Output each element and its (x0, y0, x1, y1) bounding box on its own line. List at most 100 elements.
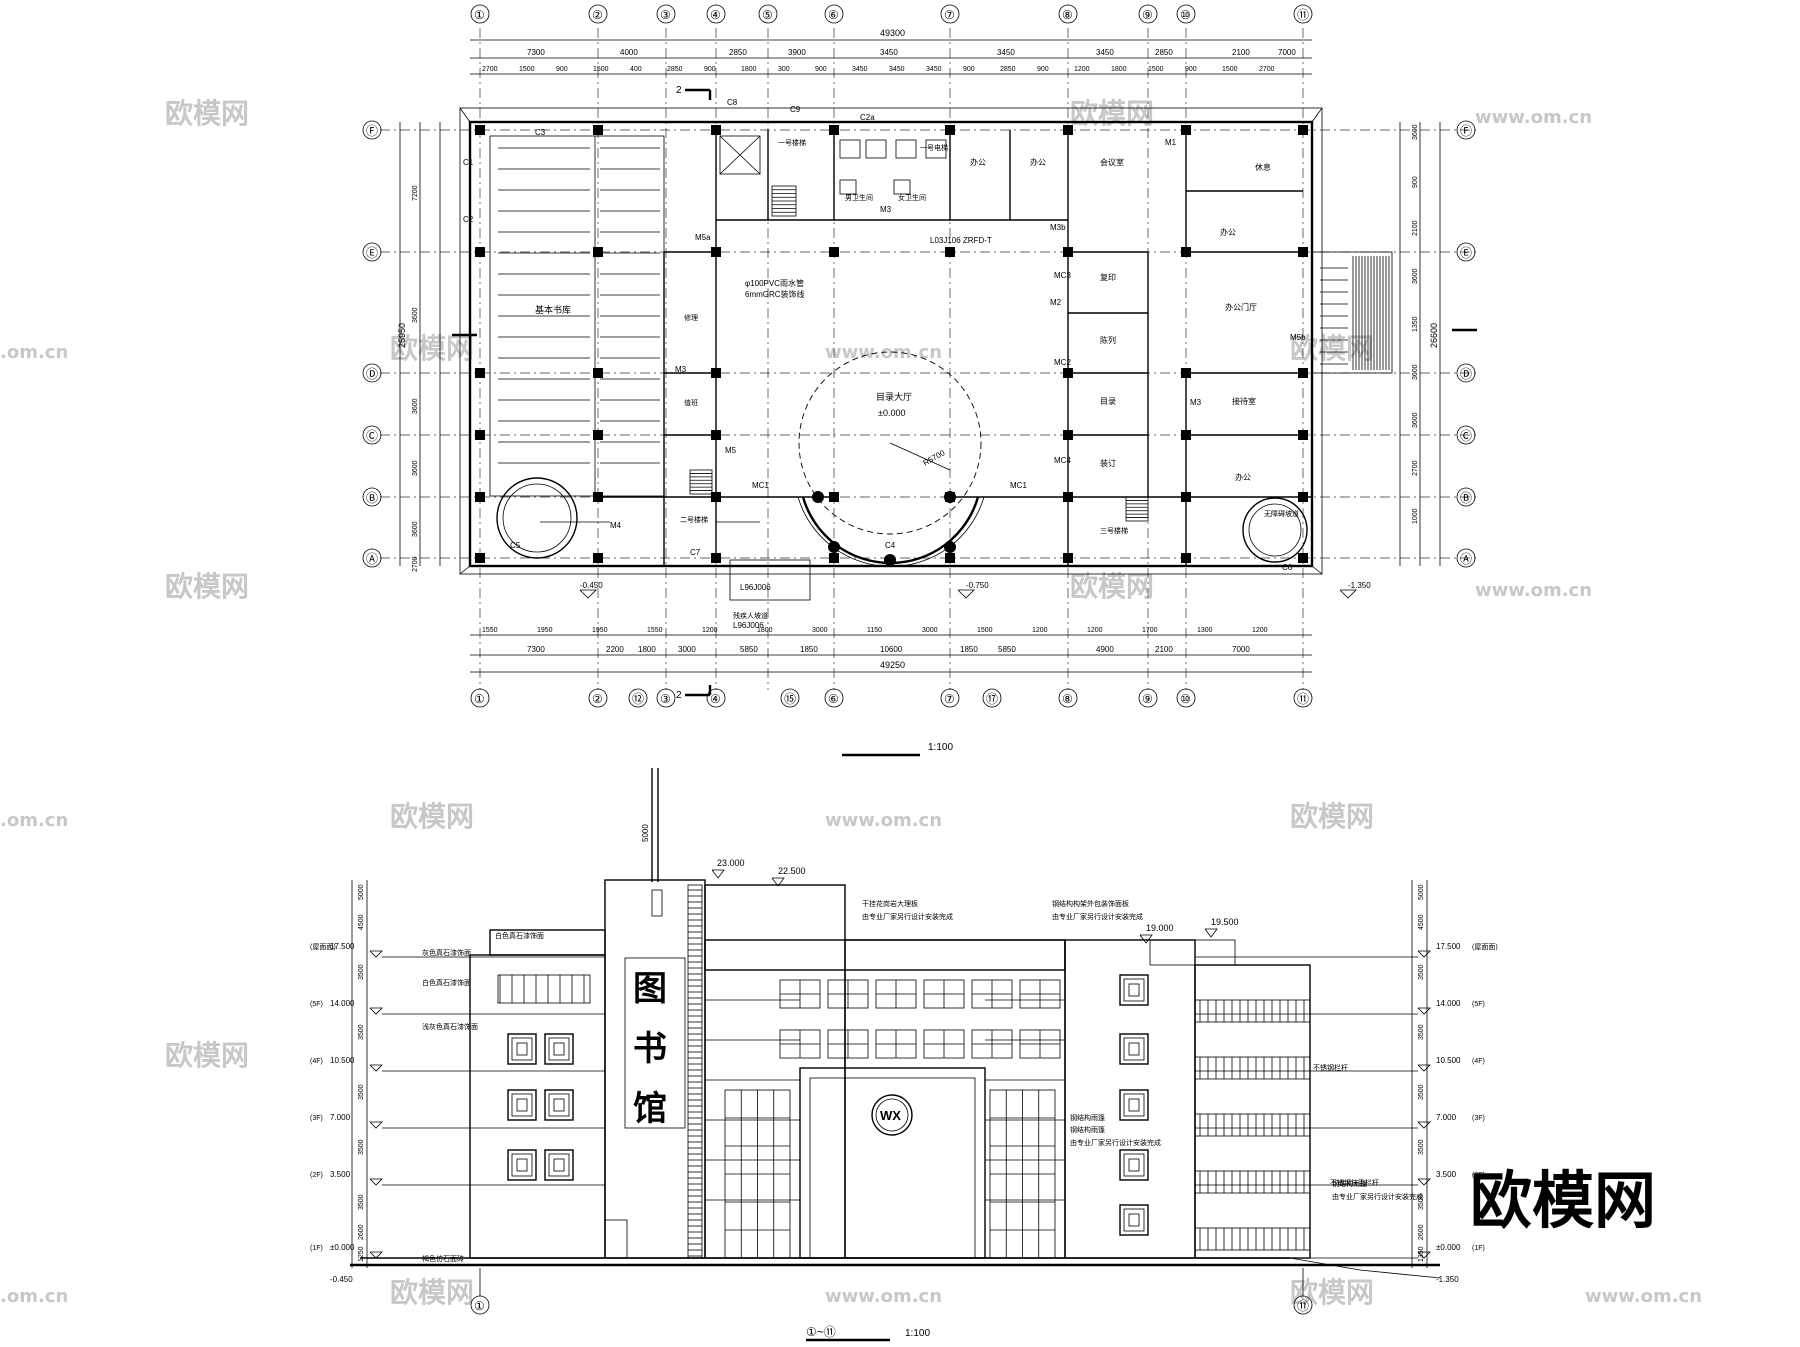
door-tag-8: M5b (1290, 333, 1306, 342)
level-left-floor-1: (屋面面) (310, 943, 336, 951)
axis-bottom-5-ring (706, 688, 726, 708)
book-stack-shelves (489, 135, 665, 497)
axis-bottom-6-ring (780, 688, 800, 708)
dim-top-6: 3450 (997, 48, 1015, 57)
dim-top-sub-14: 900 (963, 66, 975, 73)
floor-plan: 基本书库 目录大厅 ±0.000 R5700 办公 办公 办公 办公 办公门厅 … (362, 4, 1480, 757)
elev-axis-left: ① (474, 1299, 485, 1313)
dim-left-6: 2700 (412, 556, 419, 572)
axis-top-1-ring (470, 4, 490, 24)
main-portal (799, 1067, 986, 1259)
axis-bottom-3: ⑫ (632, 692, 644, 706)
room-copy: 复印 (1100, 272, 1116, 282)
note-11: 由专业厂家另行设计安装完成 (862, 912, 953, 921)
sign-char-1: 图 (633, 969, 667, 1009)
dim-right-2: 900 (1412, 176, 1419, 188)
room-stair-2: 二号楼梯 (680, 515, 708, 524)
axis-bottom-1-ring (470, 688, 490, 708)
right-entrance-stairs (1311, 251, 1393, 374)
dim-top-sub-13: 3450 (926, 66, 942, 73)
axis-bottom-8-ring (940, 688, 960, 708)
dim-left-5: 3600 (412, 521, 419, 537)
dim-total-bottom: 49250 (880, 660, 905, 670)
axis-left-5: Ⓑ (366, 491, 378, 505)
room-ramp: 无障碍坡道 (1264, 509, 1299, 518)
note-15: 由专业厂家另行设计安装完成 (1052, 912, 1143, 921)
elev-dim-left-9: 1250 (358, 1246, 365, 1262)
elev-dim-left-8: 2600 (358, 1224, 365, 1240)
elev-dim-right-7: 3500 (1418, 1194, 1425, 1210)
room-rest: 休息 (1255, 162, 1271, 172)
dim-bottom-sub-2: 1950 (537, 627, 553, 634)
door-tag-5: M3 (1190, 398, 1202, 407)
level-marks: -0.450 -0.750 -1.350 (579, 581, 1371, 599)
level-left-floor-2: (5F) (310, 1001, 323, 1008)
axis-top-5-ring (758, 4, 778, 24)
note-2: 灰色真石漆饰面 (422, 948, 471, 957)
axis-right-3-ring (1456, 363, 1476, 383)
axis-right-2-ring (1456, 242, 1476, 262)
axis-top-11: ⑪ (1297, 8, 1309, 22)
dim-right-6: 3600 (1412, 364, 1419, 380)
dim-top-sub-6: 2850 (667, 66, 683, 73)
elev-dim-right-5: 3500 (1418, 1084, 1425, 1100)
note-3: 白色真石漆饰面 (422, 978, 471, 987)
front-elevation: 图 书 馆 WX (屋面面)17.500(5F)14.000(4F)10.500… (310, 768, 1498, 1342)
level-right-floor-6: (1F) (1472, 1245, 1485, 1252)
dim-bottom-2: 2200 (606, 645, 624, 654)
dim-top-9: 2100 (1232, 48, 1250, 57)
dim-bottom-sub-9: 3000 (922, 627, 938, 634)
watermark-url-edge-3: .om.cn (0, 1286, 68, 1307)
dim-top-sub-12: 3450 (889, 66, 905, 73)
axis-top-8-ring (1058, 4, 1078, 24)
dim-top-sub-7: 900 (704, 66, 716, 73)
note-4: 浅灰色真石漆饰面 (422, 1022, 478, 1031)
dim-bottom-sub-4: 1550 (647, 627, 663, 634)
door-tag-13: MC4 (1054, 456, 1071, 465)
dim-right-7: 3600 (1412, 412, 1419, 428)
dim-bottom-sub-15: 1200 (1252, 627, 1268, 634)
material-notes: 白色真石漆饰面 灰色真石漆饰面 白色真石漆饰面 浅灰色真石漆饰面 褐色仿石面砖 … (422, 899, 1423, 1263)
window-tag-2: C2 (463, 215, 474, 224)
watermark-url-6: www.om.cn (1585, 1286, 1702, 1307)
axis-bottom-7: ⑥ (828, 692, 839, 706)
dim-right-9: 1000 (1412, 508, 1419, 524)
dim-top-sub-15: 2850 (1000, 66, 1016, 73)
room-binding: 装订 (1100, 458, 1116, 468)
room-reception: 接待室 (1232, 396, 1256, 406)
elevator-and-stairs (689, 135, 1149, 522)
portal-logo: WX (880, 1108, 901, 1123)
level-left-elev-5: 3.500 (330, 1170, 351, 1179)
axis-bottom-8: ⑦ (944, 692, 955, 706)
window-tag-4: C2a (860, 113, 875, 122)
level-left-floor-4: (3F) (310, 1115, 323, 1122)
watermarks: 欧模网 欧模网 www.om.cn .om.cn 欧模网 www.om.cn 欧… (0, 97, 1702, 1309)
dim-top-sub-4: 1500 (593, 66, 609, 73)
axis-bottom-3-ring (628, 688, 648, 708)
watermark-url-4: www.om.cn (825, 810, 942, 831)
dim-top-sub-3: 900 (556, 66, 568, 73)
elev-dim-right-3: 3500 (1418, 964, 1425, 980)
dim-left-1: 7200 (412, 185, 419, 201)
note-1: 白色真石漆饰面 (495, 931, 544, 940)
axis-left-3-ring (362, 363, 382, 383)
axis-right-6: Ⓐ (1460, 552, 1472, 566)
axis-bottom-10: ⑧ (1062, 692, 1073, 706)
left-wing (469, 954, 606, 1259)
elev-dim-right-6: 3500 (1418, 1139, 1425, 1155)
section-mark-bottom: 2 (676, 690, 682, 701)
top-mark-2: 22.500 (778, 866, 806, 876)
axis-top-6: ⑥ (828, 8, 839, 22)
left-entrance (729, 559, 811, 601)
room-office-hall: 办公门厅 (1225, 302, 1257, 312)
axis-left-3: Ⓓ (366, 367, 378, 381)
room-lobby-elev: ±0.000 (878, 408, 905, 418)
dim-left-4: 3600 (412, 460, 419, 476)
top-mark-3: 19.000 (1146, 923, 1174, 933)
dim-bottom-sub-6: 1800 (757, 627, 773, 634)
axis-top-9-ring (1138, 4, 1158, 24)
axis-bottom-12: ⑩ (1180, 692, 1191, 706)
watermark-url-edge-1: .om.cn (0, 342, 68, 363)
